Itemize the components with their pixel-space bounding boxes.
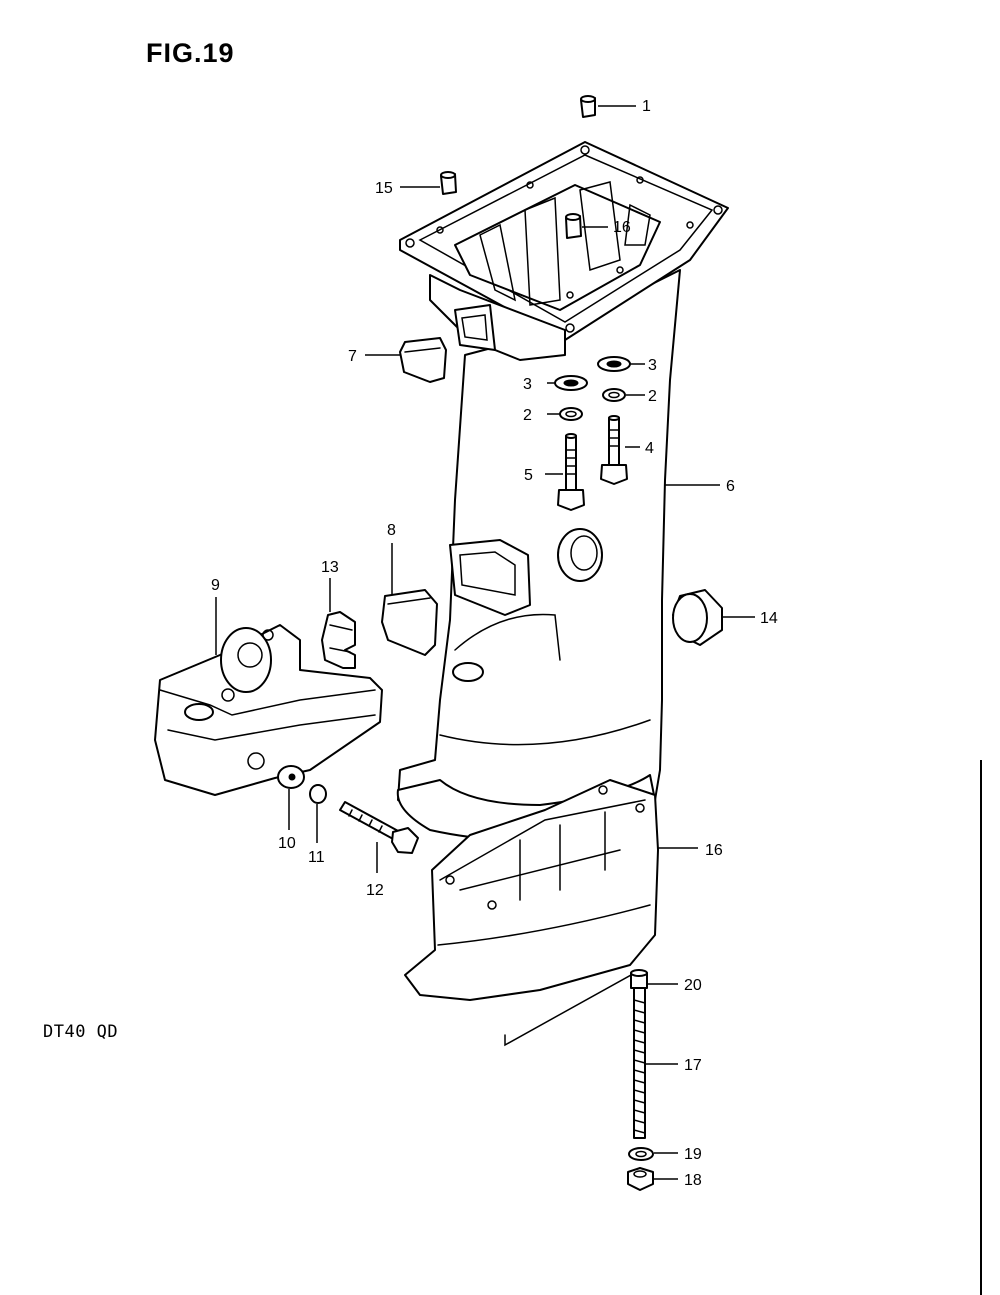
bolt-12 — [339, 801, 419, 854]
leader-lines — [215, 105, 755, 1180]
dowel-pin — [580, 95, 596, 118]
mount-rubber-upper — [399, 337, 447, 383]
callout-1: 1 — [642, 98, 651, 115]
callout-2-left: 2 — [523, 407, 532, 424]
callout-17: 17 — [684, 1057, 702, 1074]
callout-3-left: 3 — [523, 376, 532, 393]
bolt-4 — [600, 415, 628, 485]
model-code: DT40 QD — [43, 1022, 119, 1042]
callout-6: 6 — [726, 478, 735, 495]
lower-housing — [404, 779, 659, 1047]
bottom-cover — [154, 624, 383, 796]
callout-20: 20 — [684, 977, 702, 994]
grommet — [672, 589, 723, 646]
washer-10 — [277, 765, 305, 789]
callout-5: 5 — [524, 467, 533, 484]
washer-3-left — [554, 375, 588, 391]
callout-9: 9 — [211, 577, 220, 594]
dowel-pin-upper — [440, 171, 457, 195]
stud-bolt-17 — [633, 987, 646, 1139]
callout-labels: 1 15 16 7 3 3 2 2 4 5 6 8 9 13 14 10 11 … — [211, 98, 778, 1189]
washer-19 — [628, 1147, 654, 1161]
callout-13: 13 — [321, 559, 339, 576]
callout-10: 10 — [278, 835, 296, 852]
callout-7: 7 — [348, 348, 357, 365]
spring-washer-11 — [309, 784, 327, 804]
callout-12: 12 — [366, 882, 384, 899]
callout-16-lower: 16 — [705, 842, 723, 859]
figure-title: FIG.19 — [146, 38, 235, 68]
spacer-20 — [630, 969, 648, 989]
bolt-5 — [557, 433, 585, 511]
callout-18: 18 — [684, 1172, 702, 1189]
callout-19: 19 — [684, 1146, 702, 1163]
spring-washer-2-left — [559, 407, 583, 421]
top-mounting-flange — [399, 141, 729, 361]
callout-2-right: 2 — [648, 388, 657, 405]
callout-11: 11 — [308, 849, 325, 866]
retaining-clip — [321, 611, 356, 669]
washer-3-right — [597, 356, 631, 372]
mount-rubber-lower — [381, 589, 438, 656]
callout-4: 4 — [645, 440, 654, 457]
nut-18 — [627, 1167, 654, 1191]
dowel-pin-inner — [565, 213, 582, 239]
callout-16-upper: 16 — [613, 219, 631, 236]
spring-washer-2-right — [602, 388, 626, 402]
callout-14: 14 — [760, 610, 778, 627]
callout-8: 8 — [387, 522, 396, 539]
callout-3-right: 3 — [648, 357, 657, 374]
callout-15: 15 — [375, 180, 393, 197]
page-edge-rule — [980, 760, 982, 1295]
